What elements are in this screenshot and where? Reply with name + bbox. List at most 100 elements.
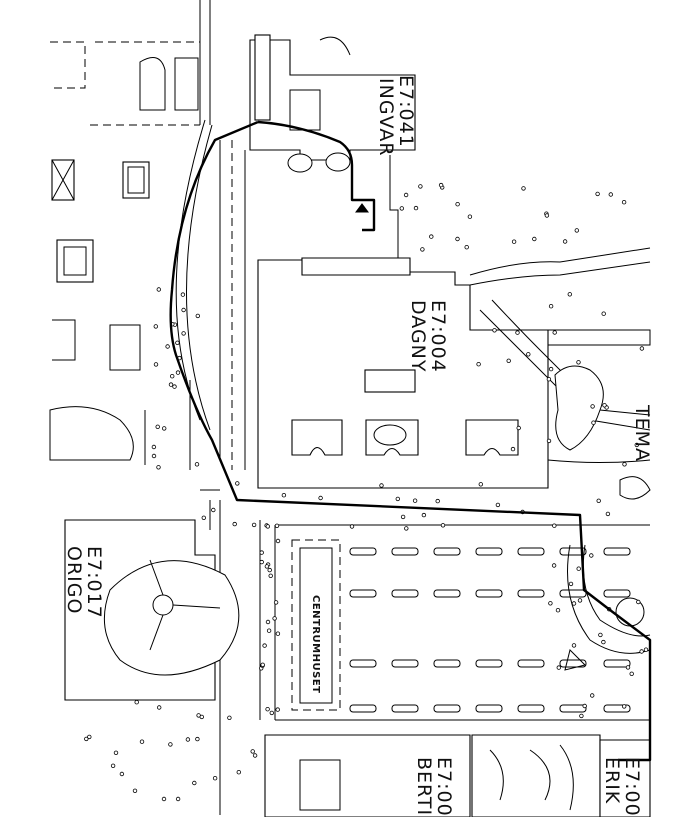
tree-icon xyxy=(403,192,409,198)
tree-icon xyxy=(84,736,89,742)
parking-island xyxy=(559,659,587,668)
tree-icon xyxy=(155,424,160,429)
tree-icon xyxy=(275,631,281,636)
tree-icon xyxy=(412,498,418,503)
tree-icon xyxy=(192,780,197,786)
tree-icon xyxy=(532,236,537,242)
tree-icon xyxy=(568,581,574,587)
label-dagny-name: DAGNY xyxy=(407,300,429,373)
tree-icon xyxy=(379,483,384,488)
tree-icon xyxy=(156,287,161,292)
tree-icon xyxy=(435,498,440,504)
tree-icon xyxy=(510,446,516,452)
building-ingvar xyxy=(249,34,416,260)
parking-island xyxy=(391,659,419,668)
tree-icon xyxy=(464,244,469,250)
tree-icon xyxy=(590,693,595,698)
tree-icon xyxy=(275,707,280,712)
tree-icon xyxy=(576,566,581,571)
parking-island xyxy=(349,704,377,713)
tree-icon xyxy=(556,665,561,670)
tree-icon xyxy=(440,523,446,528)
tree-icon xyxy=(413,205,419,211)
tree-icon xyxy=(602,403,607,408)
tree-icon xyxy=(629,671,634,676)
tree-icon xyxy=(639,346,645,351)
tree-icon xyxy=(260,662,265,667)
parking-island xyxy=(603,589,631,598)
tree-icon xyxy=(596,498,601,503)
tree-icon xyxy=(281,493,287,498)
tree-icon xyxy=(181,307,186,313)
parking-island xyxy=(559,704,587,713)
tree-icon xyxy=(175,370,181,375)
tree-icon xyxy=(544,213,550,218)
main-road xyxy=(175,119,261,815)
walking-route xyxy=(169,120,652,762)
parking-island xyxy=(517,659,545,668)
tree-icon xyxy=(571,601,577,606)
tree-icon xyxy=(151,453,157,459)
tree-icon xyxy=(264,564,270,569)
tree-icon xyxy=(605,511,611,517)
west-structures xyxy=(49,159,191,470)
tree-icon xyxy=(273,600,279,605)
tree-icon xyxy=(156,465,161,470)
tree-icon xyxy=(555,608,561,613)
tree-icon xyxy=(265,619,271,625)
tree-icon xyxy=(201,515,206,520)
tree-icon xyxy=(274,523,280,528)
parking-island xyxy=(475,659,503,668)
tree-icon xyxy=(455,201,460,207)
label-bertil-code: E7:00 xyxy=(433,757,455,817)
tree-icon xyxy=(168,742,173,747)
tree-icon xyxy=(199,714,204,720)
tree-icon xyxy=(265,707,270,712)
parking-island xyxy=(391,547,419,556)
tree-icon xyxy=(110,763,116,768)
tree-icon xyxy=(511,239,517,244)
tree-icon xyxy=(175,796,181,802)
tree-icon xyxy=(400,514,406,520)
label-origo-name: ORIGO xyxy=(63,546,85,614)
label-centrumhuset: CENTRUMHUSET xyxy=(310,595,321,693)
tree-icon xyxy=(153,362,159,367)
parking-island xyxy=(391,589,419,598)
tree-icon xyxy=(625,665,631,670)
tree-icon xyxy=(265,524,270,529)
tree-icon xyxy=(598,632,603,638)
tree-icon xyxy=(267,567,272,573)
tree-icon xyxy=(455,236,460,242)
tree-icon xyxy=(395,496,400,502)
building-origo xyxy=(64,489,240,701)
tree-icon xyxy=(139,739,145,744)
tree-icon xyxy=(132,788,138,793)
parking-island xyxy=(559,547,587,556)
tree-icon xyxy=(272,616,277,621)
tree-icon xyxy=(268,573,273,578)
tree-icon xyxy=(548,601,553,606)
label-erik-name: ERIK xyxy=(601,757,623,804)
tree-icon xyxy=(275,538,281,544)
tree-icon xyxy=(212,776,218,781)
parking-island xyxy=(603,704,631,713)
east-paths xyxy=(469,247,651,500)
tree-icon xyxy=(552,330,557,335)
parking-island xyxy=(349,659,377,668)
tree-icon xyxy=(172,384,177,389)
parking-island xyxy=(517,589,545,598)
tree-icon xyxy=(546,377,552,382)
tree-icon xyxy=(181,331,186,336)
tree-icon xyxy=(251,522,257,528)
tree-icon xyxy=(168,382,174,387)
tree-icon xyxy=(589,553,594,558)
tree-icon xyxy=(156,705,162,710)
parking-rows xyxy=(349,547,631,713)
route-arrow-icon xyxy=(355,203,369,213)
label-origo-code: E7:017 xyxy=(83,546,105,619)
tree-icon xyxy=(476,362,481,367)
tree-icon xyxy=(269,710,274,716)
parking-island xyxy=(475,589,503,598)
tree-icon xyxy=(562,239,568,244)
